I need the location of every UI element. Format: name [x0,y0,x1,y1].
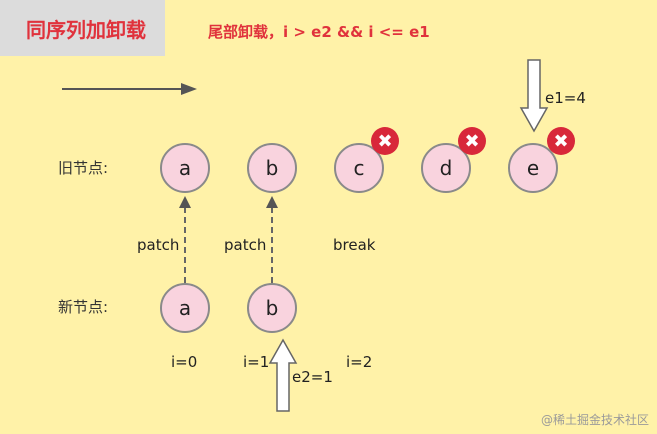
remove-icon-d: ✖ [458,127,486,155]
remove-icon-c: ✖ [371,127,399,155]
old-node-c: c [334,143,384,193]
old-node-b: b [247,143,297,193]
e2-label: e2=1 [292,368,333,386]
old-nodes-label: 旧节点: [58,159,109,177]
e1-label: e1=4 [545,89,586,107]
index-label-1: i=1 [243,353,270,371]
title-tag: 同序列加卸载 [0,0,165,56]
watermark: @稀土掘金技术社区 [540,413,649,427]
old-node-e: e [508,143,558,193]
edge-label-patch-b: patch [224,236,267,254]
index-label-2: i=2 [346,353,373,371]
edge-label-patch-a: patch [137,236,180,254]
patch-arrowhead-a [179,196,191,208]
new-node-a: a [160,283,210,333]
old-node-a: a [160,143,210,193]
index-label-0: i=0 [171,353,198,371]
remove-icon-e: ✖ [547,127,575,155]
rule-text: 尾部卸载，i > e2 && i <= e1 [208,23,430,41]
e1-pointer-arrow [519,59,549,133]
e2-pointer-arrow [268,338,298,412]
edge-label-break: break [333,236,376,254]
patch-arrowhead-b [266,196,278,208]
new-nodes-label: 新节点: [58,298,109,316]
direction-arrowhead [181,83,197,95]
new-node-b: b [247,283,297,333]
